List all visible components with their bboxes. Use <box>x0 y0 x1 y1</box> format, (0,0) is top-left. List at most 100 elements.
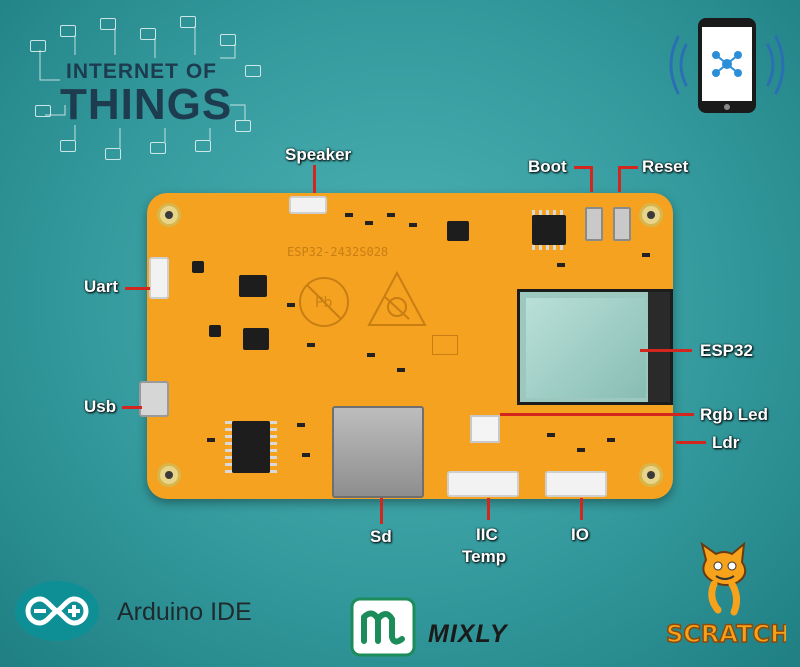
boot-button <box>585 207 603 241</box>
callout-line-reset <box>618 166 621 192</box>
device-icon <box>220 34 236 46</box>
iot-circuit-lines <box>20 10 280 170</box>
smd-part <box>397 368 405 372</box>
usb-label: Usb <box>84 397 117 416</box>
callout-line-esp32 <box>640 349 692 352</box>
transistor <box>192 261 204 273</box>
board-model-label: ESP32-2432S028 <box>287 245 389 259</box>
smartphone-icon <box>668 15 786 115</box>
device-icon <box>100 18 116 30</box>
device-icon <box>35 105 51 117</box>
callout-line-ldr <box>676 441 706 444</box>
mounting-hole <box>157 203 181 227</box>
sd-label: Sd <box>370 527 392 546</box>
smd-part <box>577 448 585 452</box>
device-icon <box>180 16 196 28</box>
device-icon <box>195 140 211 152</box>
scratch-wordmark: SCRATCH <box>662 612 791 652</box>
esp32-label: ESP32 <box>700 341 753 360</box>
smd-part <box>557 263 565 267</box>
regulator-chip <box>243 328 269 350</box>
smd-part <box>302 453 310 457</box>
esp32-antenna <box>648 292 670 402</box>
io-connector <box>545 471 607 497</box>
device-icon <box>60 25 76 37</box>
callout-line-usb <box>122 406 142 409</box>
smd-part <box>607 438 615 442</box>
iic-label: IIC <box>476 525 498 544</box>
iot-title-line2: THINGS <box>60 80 233 129</box>
temp-sensor-footprint <box>432 335 458 355</box>
reset-label: Reset <box>642 157 689 176</box>
smd-part <box>547 433 555 437</box>
usb-port <box>139 381 169 417</box>
scratch-cat-icon <box>688 540 758 620</box>
arduino-logo-icon <box>14 580 100 642</box>
speaker-label: Speaker <box>285 145 352 164</box>
esp32-board: ESP32-2432S028 Pb <box>139 193 673 499</box>
lead-free-symbol: Pb <box>297 275 351 329</box>
temp-label: Temp <box>462 547 507 566</box>
smd-part <box>307 343 315 347</box>
callout-line-speaker <box>313 165 316 193</box>
smd-part <box>287 303 295 307</box>
transistor <box>209 325 221 337</box>
smd-part <box>367 353 375 357</box>
smd-part <box>642 253 650 257</box>
uart-label: Uart <box>84 277 119 296</box>
device-icon <box>105 148 121 160</box>
svg-text:Pb: Pb <box>315 295 332 311</box>
smd-part <box>297 423 305 427</box>
device-icon <box>60 140 76 152</box>
mixly-label: MIXLY <box>428 620 508 648</box>
esd-symbol <box>365 269 429 329</box>
esp32-shield <box>526 298 646 398</box>
device-icon <box>235 120 251 132</box>
arduino-ide-label: Arduino IDE <box>117 598 252 626</box>
scratch-label: SCRATCH <box>666 620 786 648</box>
device-icon <box>140 28 156 40</box>
chip-pins <box>532 245 566 250</box>
device-icon <box>245 65 261 77</box>
ldr-label: Ldr <box>712 433 740 452</box>
uart-connector <box>149 257 169 299</box>
mounting-hole <box>639 203 663 227</box>
amplifier-chip <box>447 221 469 241</box>
speaker-connector <box>289 196 327 214</box>
device-icon <box>30 40 46 52</box>
smd-part <box>409 223 417 227</box>
regulator-chip <box>239 275 267 297</box>
callout-line-reset <box>618 166 638 169</box>
rgb-led <box>470 415 500 443</box>
rgb-led-label: Rgb Led <box>700 405 768 424</box>
callout-line-rgb <box>500 413 694 416</box>
smd-part <box>387 213 395 217</box>
driver-chip <box>232 421 270 473</box>
iot-logo <box>20 10 280 170</box>
boot-label: Boot <box>528 157 567 176</box>
reset-button <box>613 207 631 241</box>
callout-line-sd <box>380 498 383 524</box>
mounting-hole <box>157 463 181 487</box>
chip-pins <box>532 210 566 215</box>
mixly-logo-icon <box>350 597 416 657</box>
esp32-module <box>517 289 673 405</box>
device-icon <box>150 142 166 154</box>
usb-uart-chip <box>532 215 566 245</box>
sd-card-slot <box>332 406 424 498</box>
smd-part <box>207 438 215 442</box>
callout-line-io <box>580 498 583 520</box>
smd-part <box>365 221 373 225</box>
chip-pins <box>225 421 232 473</box>
iic-connector <box>447 471 519 497</box>
callout-line-boot <box>590 166 593 192</box>
mounting-hole <box>639 463 663 487</box>
smd-part <box>345 213 353 217</box>
chip-pins <box>270 421 277 473</box>
callout-line-boot <box>574 166 592 169</box>
callout-line-uart <box>125 287 150 290</box>
callout-line-iic <box>487 498 490 520</box>
io-label: IO <box>571 525 589 544</box>
iot-title-line1: INTERNET OF <box>66 60 217 83</box>
